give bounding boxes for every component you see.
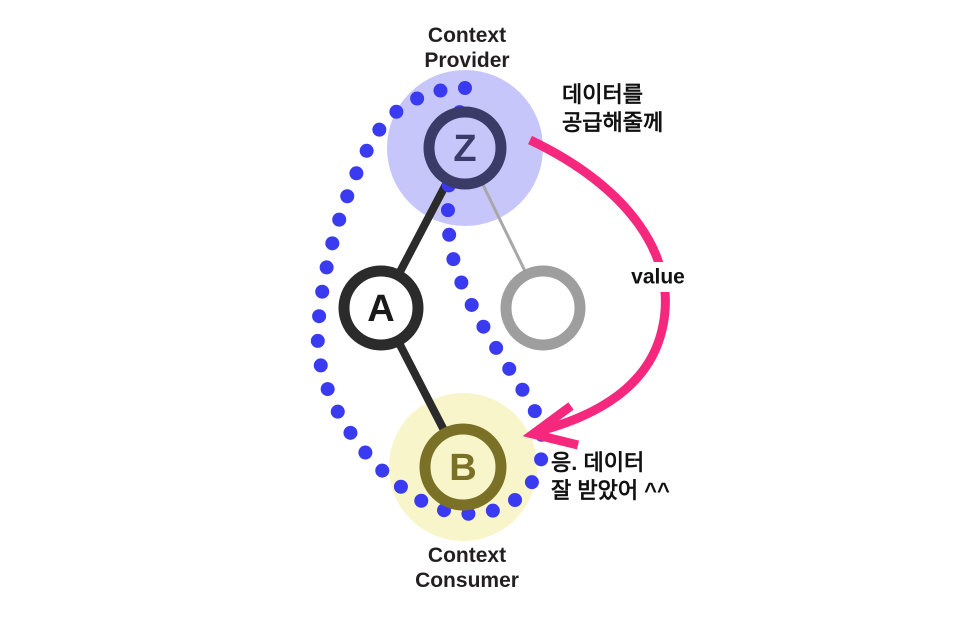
value-label-backdrop <box>620 262 696 292</box>
scope-dot <box>359 143 374 158</box>
node-a-label: A <box>367 288 394 330</box>
scope-dot <box>349 166 364 181</box>
edge-z-gray <box>480 182 527 273</box>
scope-dot <box>454 275 469 290</box>
scope-dot <box>313 358 328 373</box>
scope-dot <box>534 452 549 467</box>
scope-dot <box>372 122 387 137</box>
scope-dot <box>320 382 335 397</box>
node-z[interactable]: Z <box>423 106 507 190</box>
scope-dot <box>442 227 457 242</box>
scope-dot <box>485 503 500 518</box>
scope-dot <box>508 492 523 507</box>
scope-dot <box>332 212 347 227</box>
scope-dot <box>464 297 479 312</box>
node-a[interactable]: A <box>338 265 424 351</box>
scope-dot <box>527 404 542 419</box>
node-a-ring <box>338 265 424 351</box>
tree-nodes: Z A B <box>338 106 586 511</box>
scope-dot <box>315 284 330 299</box>
scope-dot <box>358 445 373 460</box>
scope-dot <box>393 479 408 494</box>
group-labels: Context Provider Context Consumer <box>415 24 519 592</box>
scope-dot <box>330 404 345 419</box>
consumer-callout-line1: 응. 데이터 <box>551 450 644 475</box>
value-label: value <box>631 266 685 289</box>
node-b[interactable]: B <box>419 423 507 511</box>
scope-dot <box>440 203 455 218</box>
scope-dot <box>340 189 355 204</box>
scope-dot <box>343 425 358 440</box>
scope-dot <box>476 319 491 334</box>
scope-dot <box>433 83 448 98</box>
scope-dot <box>414 493 429 508</box>
provider-callout-line1: 데이터를 <box>562 82 643 107</box>
scope-dot <box>310 333 325 348</box>
consumer-callout-line2: 잘 받았어 ^^ <box>551 478 670 503</box>
scope-dot <box>325 236 340 251</box>
node-gray-empty[interactable] <box>500 265 586 351</box>
consumer-label-line1: Context <box>428 544 506 567</box>
node-gray-ring <box>500 265 586 351</box>
node-z-label: Z <box>453 128 476 170</box>
scope-dot <box>319 260 334 275</box>
value-arrow-curve <box>528 135 670 437</box>
provider-label-line2: Provider <box>424 49 509 72</box>
scope-dot <box>515 382 530 397</box>
node-z-ring <box>423 106 507 190</box>
provider-label-line1: Context <box>428 24 506 47</box>
value-arrow: value <box>522 135 696 450</box>
scope-dot <box>502 361 517 376</box>
scope-dot <box>458 81 472 95</box>
edge-z-a <box>396 181 451 275</box>
tree-edges <box>396 181 527 432</box>
scope-dot <box>375 463 390 478</box>
scope-dot <box>489 340 504 355</box>
node-b-ring <box>419 423 507 511</box>
scope-dot <box>389 104 404 119</box>
scope-dot <box>312 309 327 324</box>
scope-dot <box>410 91 425 106</box>
provider-callout-line2: 공급해줄께 <box>562 110 663 135</box>
scope-dot <box>446 252 461 267</box>
consumer-label-line2: Consumer <box>415 569 519 592</box>
scope-dot <box>524 475 539 490</box>
value-arrow-head <box>522 402 580 450</box>
node-b-label: B <box>449 447 476 489</box>
edge-a-b <box>396 342 448 432</box>
callouts: 데이터를 공급해줄께 응. 데이터 잘 받았어 ^^ <box>551 82 670 503</box>
